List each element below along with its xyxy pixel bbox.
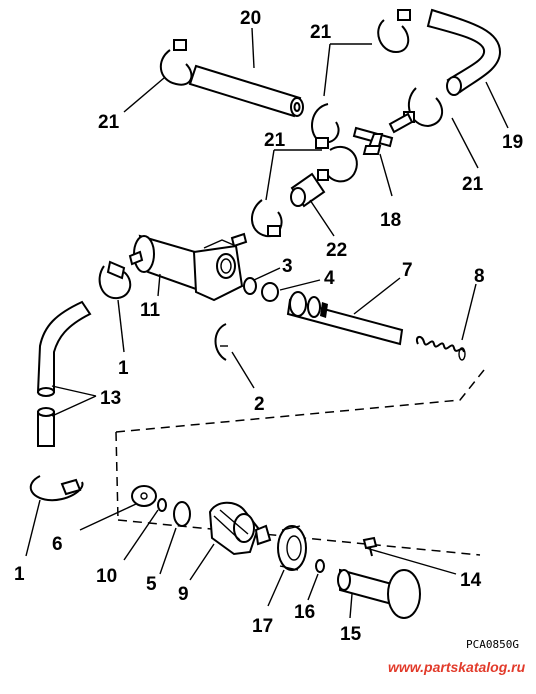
callout-21: 21 <box>98 112 120 133</box>
hose-part-19 <box>426 8 502 96</box>
callout-3: 3 <box>282 256 293 277</box>
callout-20: 20 <box>240 8 261 29</box>
callout-1: 1 <box>118 358 129 379</box>
ring-part-5 <box>173 501 191 527</box>
spring-part-8 <box>415 336 466 361</box>
callout-21: 21 <box>310 22 332 43</box>
ring-part-16 <box>315 559 325 573</box>
callout-18: 18 <box>380 210 401 231</box>
plunger-part-7 <box>286 291 404 346</box>
hose-part-13 <box>36 300 92 447</box>
assembly-outline <box>115 369 485 556</box>
callout-4: 4 <box>324 268 335 289</box>
clamp-part-21-lower <box>251 199 283 238</box>
callout-6: 6 <box>52 534 63 555</box>
clamp-part-21-mid <box>311 103 340 149</box>
callout-16: 16 <box>294 602 315 623</box>
callout-7: 7 <box>402 260 413 281</box>
callout-10: 10 <box>96 566 117 587</box>
callout-21: 21 <box>462 174 484 195</box>
sleeve-part-22 <box>290 172 326 208</box>
leader-lines <box>25 27 509 619</box>
callout-21: 21 <box>264 130 286 151</box>
clamp-part-21-top <box>377 9 411 54</box>
callout-labels: 20 21 21 19 21 21 18 22 3 4 7 8 11 1 13 … <box>14 8 523 645</box>
callout-14: 14 <box>460 570 482 591</box>
callout-17: 17 <box>252 616 273 637</box>
callout-13: 13 <box>100 388 121 409</box>
ring-part-10 <box>157 498 167 512</box>
clamp-part-1-lower <box>29 475 84 502</box>
housing-part-11 <box>128 232 248 302</box>
callout-11: 11 <box>140 300 161 321</box>
clamp-part-21-center <box>317 146 358 183</box>
clamp-part-1-upper <box>98 260 132 300</box>
clip-part-2 <box>214 323 228 361</box>
callout-1: 1 <box>14 564 25 585</box>
clamp-part-21-left <box>160 39 193 86</box>
callout-8: 8 <box>474 266 485 287</box>
diagram-code: PCA0850G <box>466 638 519 651</box>
washer-part-6 <box>131 485 157 507</box>
callout-15: 15 <box>340 624 362 645</box>
nut-part-17 <box>277 525 307 571</box>
callout-22: 22 <box>326 240 347 261</box>
callout-2: 2 <box>254 394 265 415</box>
knob-part-15 <box>337 568 421 619</box>
screw-part-14 <box>362 536 378 557</box>
hose-part-20 <box>188 64 304 118</box>
callout-19: 19 <box>502 132 523 153</box>
oring-part-4 <box>261 282 279 302</box>
watermark-text: www.partskatalog.ru <box>388 659 526 675</box>
callout-9: 9 <box>178 584 189 605</box>
fitting-part-18 <box>352 112 414 155</box>
oring-part-3 <box>243 277 257 295</box>
fitting-part-9 <box>208 501 272 556</box>
callout-5: 5 <box>146 574 157 595</box>
